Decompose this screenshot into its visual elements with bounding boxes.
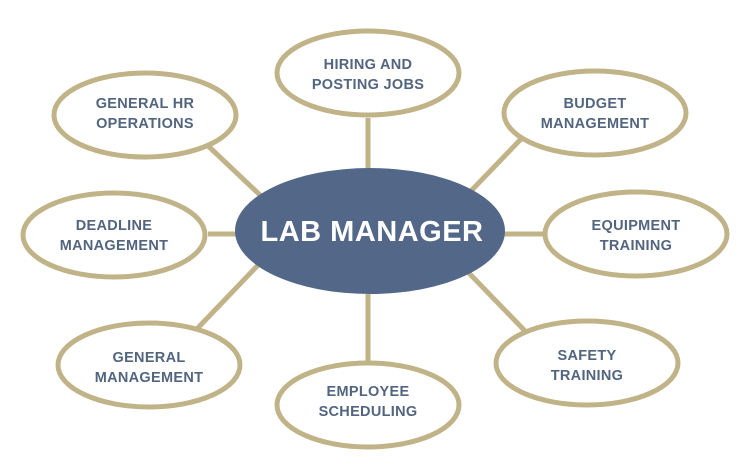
connector-safety [464,268,529,335]
node-safety-line1: SAFETY [558,348,617,364]
node-general-management-line2: MANAGEMENT [95,370,204,386]
node-scheduling-ellipse [274,360,462,450]
node-hiring: HIRING AND POSTING JOBS [274,28,462,118]
node-hiring-line1: HIRING AND [324,57,413,73]
node-deadline-line1: DEADLINE [76,218,153,234]
connector-hr [202,140,263,198]
connector-lines [191,118,543,364]
node-general-management-ellipse [55,320,243,410]
node-equipment-ellipse [542,189,730,279]
node-equipment: EQUIPMENT TRAINING [542,189,730,279]
node-budget-line2: MANAGEMENT [541,116,650,132]
node-budget-ellipse [501,68,689,158]
center-ellipse [235,168,505,294]
node-safety-line2: TRAINING [551,368,623,384]
node-equipment-line2: TRAINING [600,238,672,254]
connector-budget [468,136,524,194]
node-deadline-ellipse [20,190,208,280]
node-deadline: DEADLINE MANAGEMENT [20,190,208,280]
node-safety-ellipse [493,318,681,408]
node-safety: SAFETY TRAINING [493,318,681,408]
node-hr-ellipse [51,70,239,160]
node-budget-line1: BUDGET [563,96,626,112]
node-scheduling: EMPLOYEE SCHEDULING [274,360,462,450]
node-hr: GENERAL HR OPERATIONS [51,70,239,160]
node-scheduling-line1: EMPLOYEE [327,384,410,400]
node-hiring-line2: POSTING JOBS [312,77,424,93]
node-scheduling-line2: SCHEDULING [319,404,418,420]
node-general-management-line1: GENERAL [113,350,186,366]
node-budget: BUDGET MANAGEMENT [501,68,689,158]
node-hiring-ellipse [274,28,462,118]
node-equipment-line1: EQUIPMENT [592,218,681,234]
node-hr-line1: GENERAL HR [96,96,195,112]
node-hr-line2: OPERATIONS [96,116,194,132]
center-node: LAB MANAGER [235,168,505,294]
node-general-management: GENERAL MANAGEMENT [55,320,243,410]
connector-general-management [191,260,263,335]
center-label: LAB MANAGER [261,216,484,248]
node-deadline-line2: MANAGEMENT [60,238,169,254]
